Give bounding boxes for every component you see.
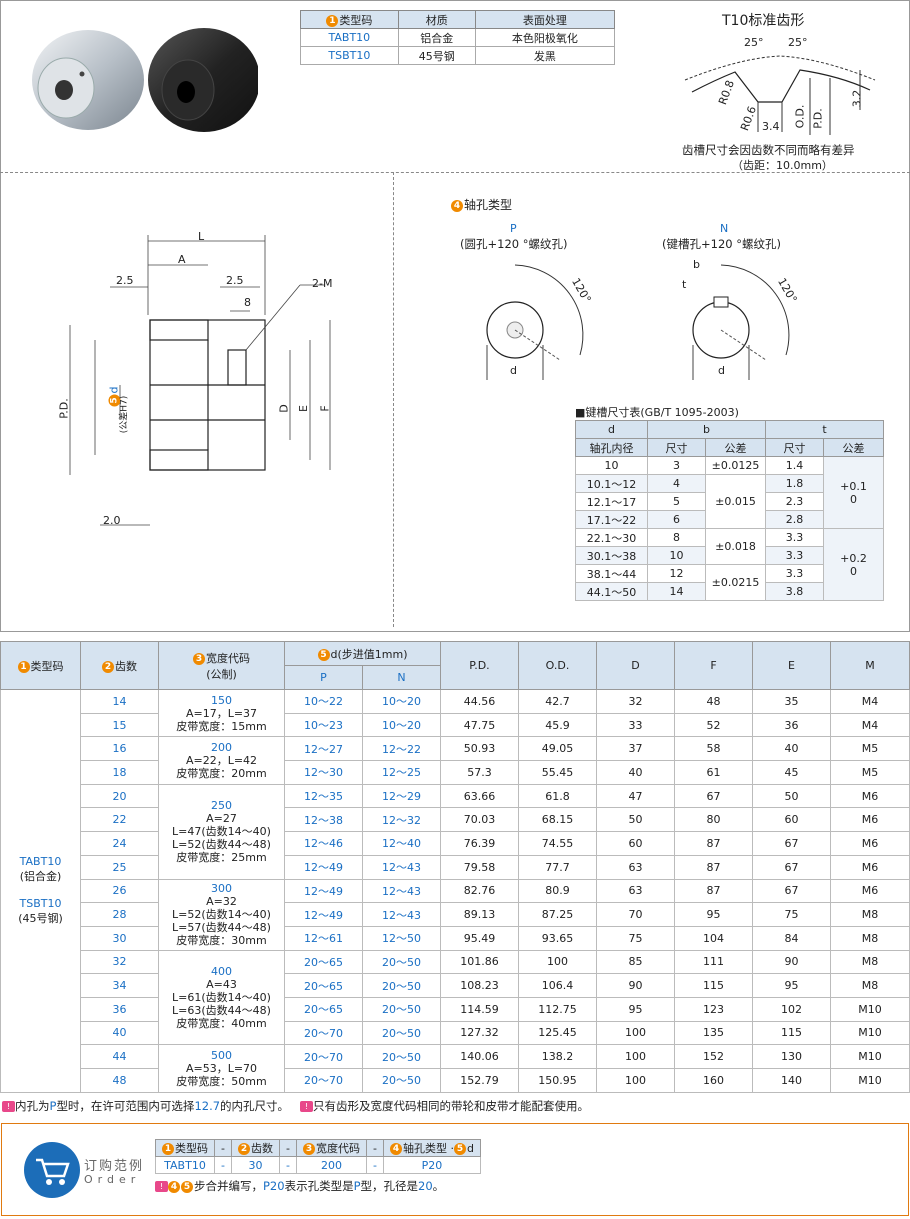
table-row: TSBT10 45号钢 发黑 bbox=[300, 46, 616, 65]
divider-horizontal bbox=[0, 172, 910, 173]
pulley-photos bbox=[32, 28, 258, 132]
tooth-profile-diagram bbox=[684, 55, 876, 135]
key-table-title: ■键槽尺寸表(GB/T 1095-2003) bbox=[575, 406, 739, 419]
note-icon: ! bbox=[300, 1101, 314, 1112]
order-example-box bbox=[1, 1123, 909, 1216]
material-header-surface: 表面处理 bbox=[474, 10, 616, 29]
note-icon: ! bbox=[2, 1101, 15, 1112]
bore-p-diagram bbox=[486, 264, 584, 380]
notes: !内孔为P型时，在许可范围内可选择12.7的内孔尺寸。 !只有齿形及宽度代码相同… bbox=[2, 1098, 589, 1114]
type-code-cell: TABT10(铝合金)TSBT10(45号钢) bbox=[0, 689, 81, 1093]
steel-pulley-image bbox=[148, 28, 258, 132]
pulley-section-drawing bbox=[69, 235, 331, 526]
aluminum-pulley-image bbox=[32, 30, 144, 130]
bore-n-diagram bbox=[692, 264, 790, 380]
divider-vertical bbox=[393, 172, 394, 627]
table-row: TABT10 铝合金 本色阳极氧化 bbox=[300, 28, 616, 47]
cart-icon bbox=[24, 1142, 80, 1198]
material-header-material: 材质 bbox=[397, 10, 476, 29]
tooth-profile-title: T10标准齿形 bbox=[722, 13, 805, 29]
